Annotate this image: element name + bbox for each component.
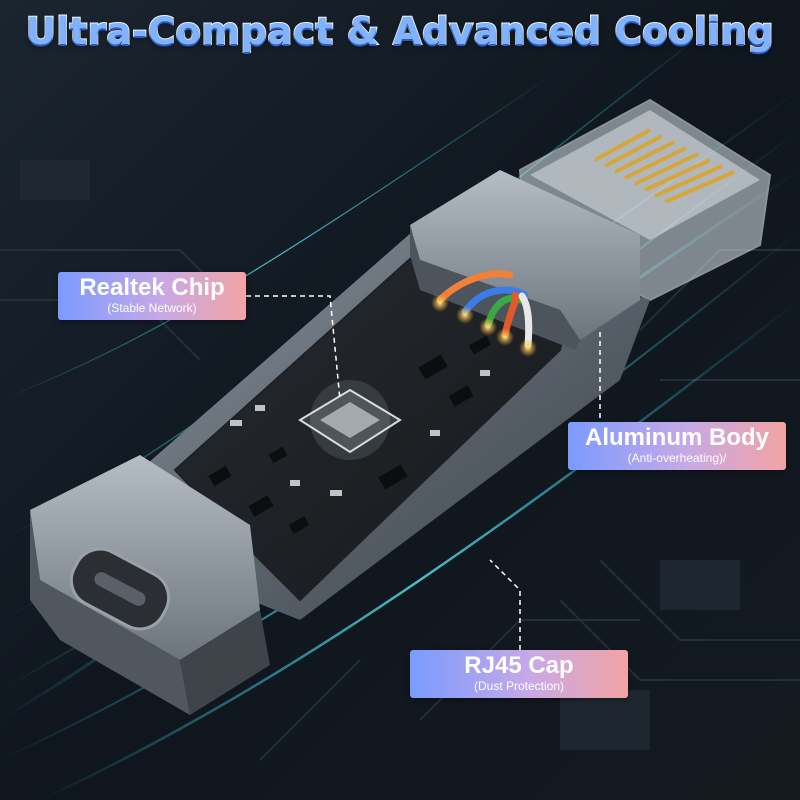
callout-realtek-chip: Realtek Chip (Stable Network) — [58, 272, 246, 320]
callout-subtitle: (Stable Network) — [107, 301, 197, 315]
callout-aluminum-body: Aluminum Body (Anti-overheating)/ — [568, 422, 786, 470]
callout-subtitle: (Anti-overheating)/ — [627, 451, 727, 465]
realtek-chip — [298, 380, 402, 460]
callout-title: Realtek Chip — [79, 274, 225, 301]
callout-rj45-cap: RJ45 Cap (Dust Protection) — [410, 650, 628, 698]
headline: Ultra-Compact & Advanced Cooling — [25, 9, 775, 54]
callout-title: RJ45 Cap — [464, 652, 574, 679]
callout-subtitle: (Dust Protection) — [473, 679, 565, 693]
callout-title: Aluminum Body — [585, 424, 769, 451]
